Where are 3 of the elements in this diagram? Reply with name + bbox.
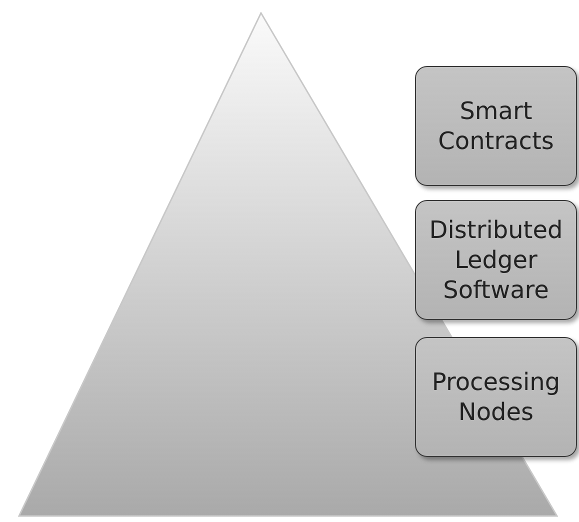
layer-box: Distributed Ledger Software bbox=[415, 200, 577, 320]
layer-box: Processing Nodes bbox=[415, 337, 577, 457]
layer-box: Smart Contracts bbox=[415, 66, 577, 186]
